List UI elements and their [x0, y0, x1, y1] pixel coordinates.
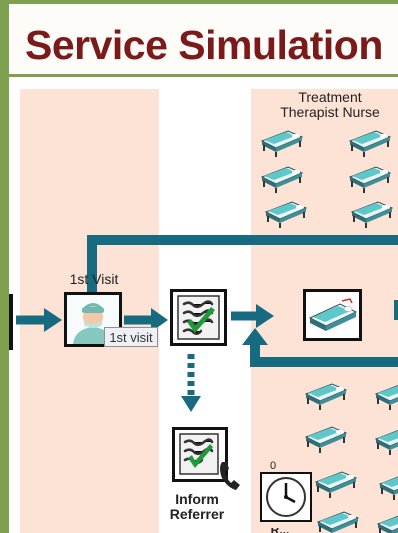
hospital-bed-icon	[351, 201, 393, 229]
treatment-label-line2: Therapist Nurse	[280, 104, 380, 120]
bed-cluster-bottom	[305, 383, 398, 533]
checklist-icon	[177, 295, 220, 340]
hospital-bed-icon	[375, 428, 398, 456]
hospital-bed-icon	[261, 166, 303, 194]
bottom-cutoff-label: R...	[262, 528, 298, 533]
hospital-bed-icon	[305, 383, 347, 411]
first-visit-node[interactable]	[64, 292, 122, 347]
hospital-bed-icon	[379, 473, 398, 501]
phone-icon	[220, 462, 240, 490]
frame-left-border	[0, 0, 9, 533]
frame-top-border	[0, 0, 398, 4]
inform-referrer-node[interactable]	[172, 427, 228, 482]
hospital-bed-icon	[375, 383, 398, 411]
loop-connector-top	[87, 235, 398, 292]
first-visit-tooltip: 1st visit	[104, 327, 158, 347]
bed-cluster-top	[261, 130, 393, 229]
dashed-arrow-down	[181, 354, 201, 412]
checklist-node[interactable]	[170, 289, 227, 346]
page-title: Service Simulation	[25, 22, 383, 68]
hospital-bed-icon	[315, 471, 357, 499]
hospital-bed-icon	[317, 511, 359, 533]
treatment-label-line1: Treatment	[298, 89, 362, 105]
clock-node[interactable]	[260, 472, 312, 522]
arrow-to-treatment	[231, 304, 274, 328]
hospital-bed-icon	[265, 201, 307, 229]
arrow-right-edge	[394, 300, 398, 320]
hospital-bed-icon	[306, 292, 359, 338]
inform-referrer-label: Inform Referrer	[162, 492, 232, 522]
hospital-bed-icon	[377, 513, 398, 533]
first-visit-label: 1st Visit	[69, 271, 119, 287]
loop-connector-bottom	[242, 328, 398, 367]
clock-counter: 0	[269, 460, 277, 472]
hospital-bed-icon	[305, 426, 347, 454]
clock-icon	[266, 477, 306, 517]
doctor-icon	[67, 295, 119, 344]
hospital-bed-icon	[349, 166, 391, 194]
arrow-to-first-visit	[9, 294, 62, 350]
checklist-icon	[179, 433, 219, 475]
inform-label-line2: Referrer	[169, 506, 225, 522]
hospital-bed-icon	[261, 130, 303, 158]
inform-label-line1: Inform	[175, 491, 219, 507]
title-bar: Service Simulation	[9, 4, 398, 77]
arrow-to-checklist	[124, 308, 168, 332]
treatment-header: Treatment Therapist Nurse	[262, 90, 398, 120]
treatment-node[interactable]	[303, 289, 362, 341]
hospital-bed-icon	[349, 130, 391, 158]
